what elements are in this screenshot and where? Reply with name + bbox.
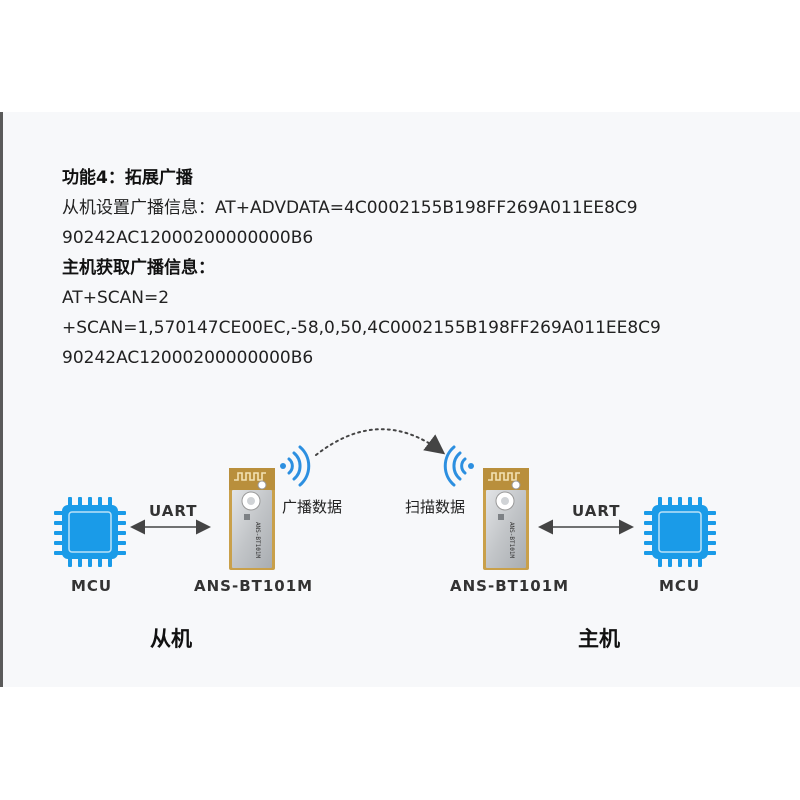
description-text: 功能4：拓展广播 从机设置广播信息：AT+ADVDATA=4C0002155B1… bbox=[62, 163, 762, 373]
broadcast-arc-arrow bbox=[315, 428, 446, 456]
right-mcu-chip-icon bbox=[644, 497, 716, 567]
left-signal-icon bbox=[280, 445, 311, 487]
master-role-label: 主机 bbox=[578, 627, 620, 651]
feature-title: 功能4：拓展广播 bbox=[62, 168, 193, 188]
left-module-label: ANS-BT101M bbox=[194, 577, 314, 595]
scan-response-continuation: 90242AC12000200000000B6 bbox=[62, 348, 314, 368]
right-flow-label: 扫描数据 bbox=[405, 498, 466, 516]
scan-response-line: +SCAN=1,570147CE00EC,-58,0,50,4C0002155B… bbox=[62, 318, 661, 338]
left-ble-module-icon: ANS-BT101M bbox=[229, 468, 275, 570]
left-mcu-chip-icon bbox=[54, 497, 126, 567]
right-uart-label: UART bbox=[572, 502, 621, 520]
master-heading: 主机获取广播信息： bbox=[62, 258, 215, 278]
scan-command: AT+SCAN=2 bbox=[62, 288, 170, 308]
right-module-label: ANS-BT101M bbox=[450, 577, 570, 595]
left-flow-label: 广播数据 bbox=[282, 498, 343, 516]
right-module-chip-text: ANS-BT101M bbox=[508, 522, 515, 559]
right-signal-icon bbox=[443, 445, 474, 487]
left-uart-label: UART bbox=[149, 502, 198, 520]
left-mcu-label: MCU bbox=[71, 577, 113, 595]
left-module-chip-text: ANS-BT101M bbox=[254, 522, 261, 559]
right-mcu-label: MCU bbox=[659, 577, 701, 595]
slave-command-continuation: 90242AC12000200000000B6 bbox=[62, 228, 314, 248]
slave-command-line: 从机设置广播信息：AT+ADVDATA=4C0002155B198FF269A0… bbox=[62, 198, 638, 218]
right-ble-module-icon: ANS-BT101M bbox=[483, 468, 529, 570]
slave-role-label: 从机 bbox=[150, 627, 192, 651]
content-panel bbox=[0, 112, 800, 687]
